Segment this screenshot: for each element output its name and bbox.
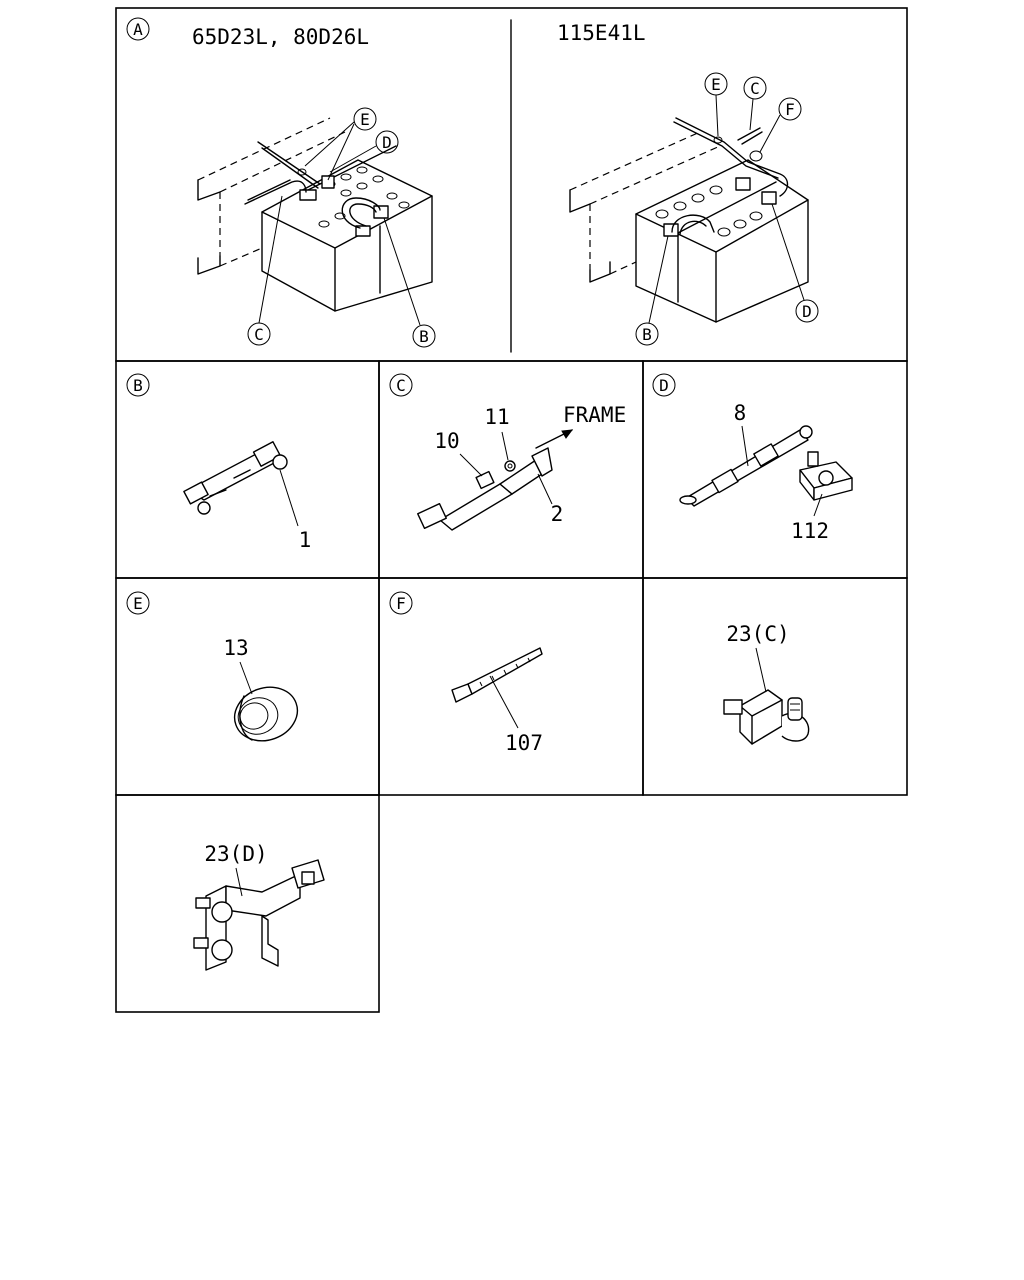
panel-e: E 13 (126, 591, 299, 742)
part-2-leader (537, 473, 553, 505)
panel-f: F 107 (389, 591, 543, 755)
right-battery-illustration (569, 117, 809, 323)
ground-cable (417, 447, 553, 531)
panel-h: 23(D) (193, 842, 325, 971)
part-107-leader (489, 675, 519, 729)
part-10-label: 10 (434, 429, 459, 453)
mounting-bracket-d (193, 859, 325, 971)
battery-link-cable (183, 441, 288, 515)
svg-text:B: B (133, 376, 143, 395)
right-callouts: E C F B D (635, 72, 819, 346)
part-23c-label: 23(C) (726, 622, 789, 646)
panel-g: 23(C) (723, 622, 810, 745)
svg-text:F: F (396, 594, 406, 613)
panel-c: C FRAME 10 11 2 (389, 373, 626, 531)
part-1-label: 1 (299, 528, 312, 552)
positive-cable (679, 425, 813, 507)
svg-text:E: E (360, 110, 370, 129)
panel-d: D 8 112 (652, 373, 853, 543)
part-11-leader (501, 431, 509, 461)
frame-label: FRAME (563, 403, 626, 427)
part-107-label: 107 (505, 731, 543, 755)
part-11-label: 11 (484, 405, 509, 429)
cable-tie (451, 647, 543, 703)
svg-text:E: E (711, 75, 721, 94)
part-1-leader (279, 469, 299, 527)
grommet (233, 686, 299, 742)
svg-text:E: E (133, 594, 143, 613)
panel-c-letter: C (389, 373, 413, 397)
svg-text:B: B (419, 327, 429, 346)
part-10-leader (459, 453, 483, 477)
part-8-leader (741, 425, 749, 467)
panel-f-letter: F (389, 591, 413, 615)
svg-text:A: A (133, 20, 143, 39)
part-112-label: 112 (791, 519, 829, 543)
panel-a: A 65D23L, 80D26L 115E41L (126, 17, 819, 348)
panel-a-letter: A (126, 17, 150, 41)
part-23c-leader (755, 647, 767, 693)
panel-b-letter: B (126, 373, 150, 397)
panel-b: B 1 (126, 373, 312, 552)
left-battery-illustration (197, 117, 433, 312)
svg-text:C: C (750, 79, 760, 98)
svg-text:F: F (785, 100, 795, 119)
panel-d-letter: D (652, 373, 676, 397)
part-8-label: 8 (734, 401, 747, 425)
part-23d-leader (235, 867, 243, 897)
frame-arrowhead (561, 429, 574, 439)
svg-text:C: C (254, 325, 264, 344)
part-112-leader (813, 493, 823, 517)
svg-text:D: D (382, 133, 392, 152)
right-battery-model: 115E41L (557, 21, 646, 45)
part-13-label: 13 (223, 636, 248, 660)
svg-text:C: C (396, 376, 406, 395)
panel-grid (115, 7, 908, 1013)
part-2-label: 2 (551, 502, 564, 526)
svg-text:B: B (642, 325, 652, 344)
left-battery-models: 65D23L, 80D26L (192, 25, 369, 49)
svg-text:D: D (802, 302, 812, 321)
part-13-leader (239, 661, 253, 695)
svg-text:D: D (659, 376, 669, 395)
clamp-bracket-c (723, 689, 810, 745)
terminal-clamp (799, 451, 853, 501)
left-callouts: E D C B (247, 107, 436, 348)
part-23d-label: 23(D) (204, 842, 267, 866)
panel-e-letter: E (126, 591, 150, 615)
